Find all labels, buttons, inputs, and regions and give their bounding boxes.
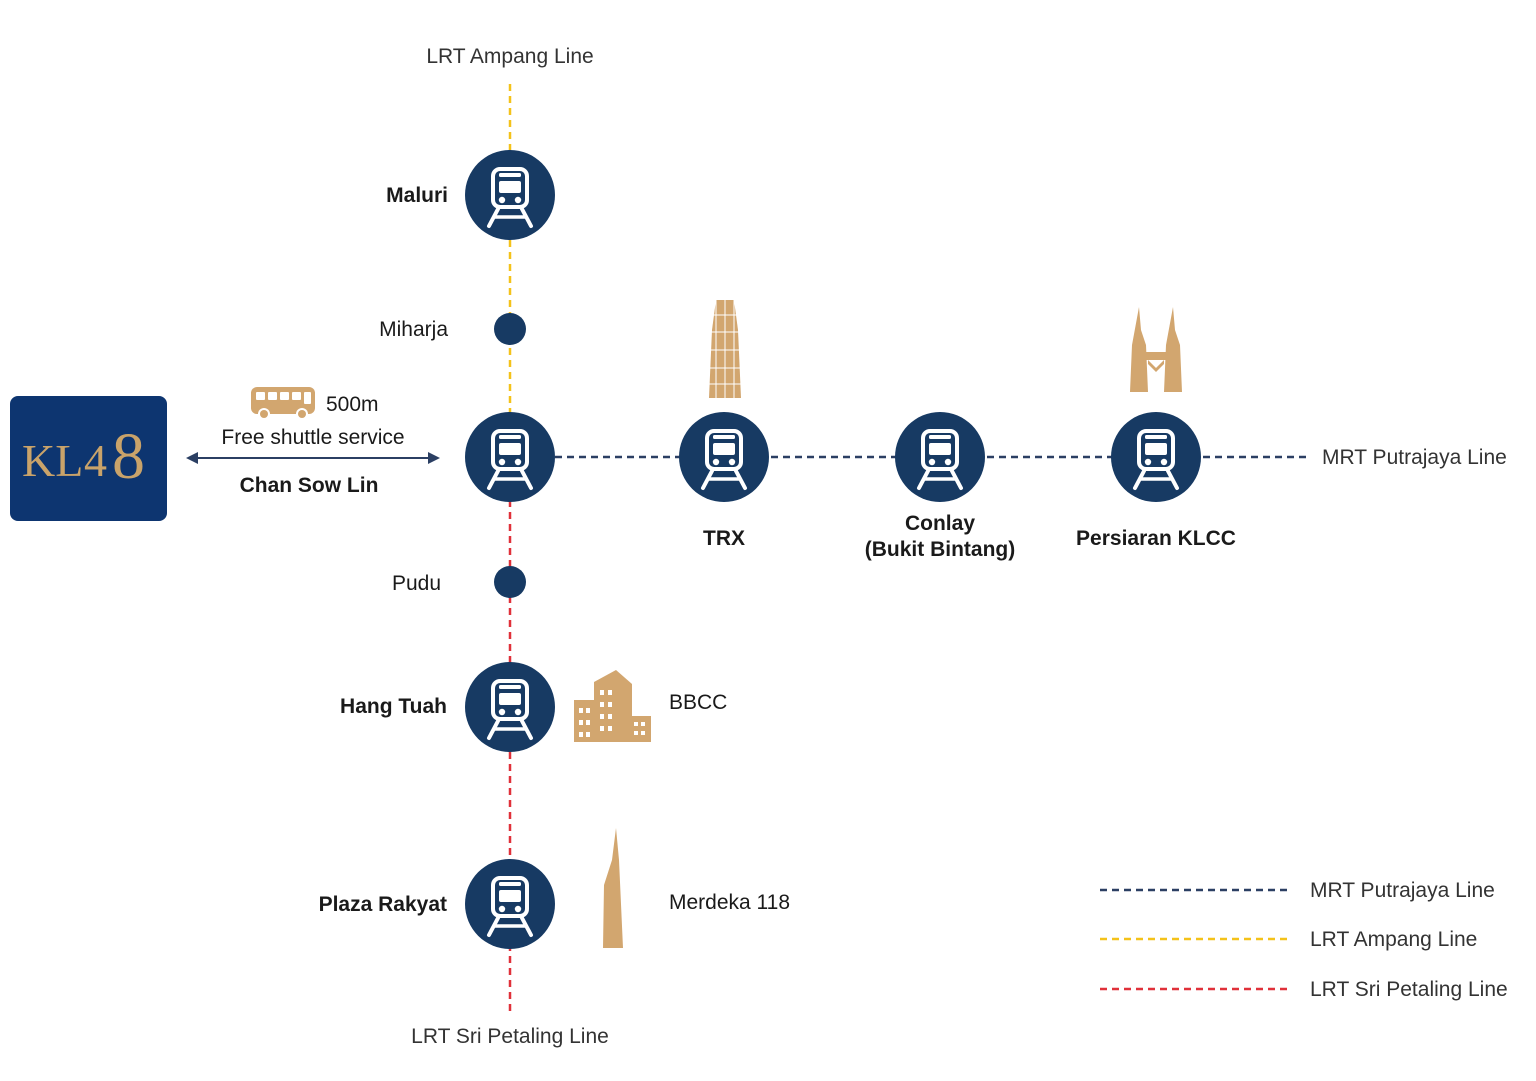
station-plaza-rakyat [465, 859, 555, 949]
skyscraper-icon [709, 300, 741, 398]
legend-label-ampang: LRT Ampang Line [1310, 928, 1477, 951]
station-label-pudu: Pudu [392, 572, 441, 595]
legend-label-sri-petaling: LRT Sri Petaling Line [1310, 978, 1508, 1001]
kl48-logo: KL 4 8 [10, 396, 167, 521]
ampang-line-title: LRT Ampang Line [426, 45, 593, 68]
legend-label-putrajaya: MRT Putrajaya Line [1310, 879, 1495, 902]
station-label-conlay: Conlay [905, 512, 975, 535]
landmark-label-bbcc: BBCC [669, 691, 727, 714]
shuttle-distance: 500m [326, 393, 379, 416]
legend: MRT Putrajaya Line LRT Ampang Line LRT S… [1100, 879, 1508, 1001]
station-hang-tuah [465, 662, 555, 752]
station-label-plaza-rakyat: Plaza Rakyat [319, 893, 447, 916]
station-persiaran-klcc [1111, 412, 1201, 502]
svg-text:8: 8 [112, 420, 145, 493]
spire-tower-icon [603, 828, 623, 948]
office-buildings-icon [574, 670, 651, 742]
station-label-chan-sow-lin: Chan Sow Lin [240, 474, 379, 497]
landmark-label-merdeka: Merdeka 118 [669, 891, 790, 914]
station-miharja-dot [494, 313, 526, 345]
putrajaya-line-title: MRT Putrajaya Line [1322, 446, 1507, 469]
station-pudu-dot [494, 566, 526, 598]
station-label-maluri: Maluri [386, 184, 448, 207]
station-label-miharja: Miharja [379, 318, 448, 341]
twin-towers-icon [1130, 307, 1182, 392]
station-label-hang-tuah: Hang Tuah [340, 695, 447, 718]
station-trx [679, 412, 769, 502]
bus-icon [251, 387, 315, 420]
shuttle-service: Free shuttle service [221, 426, 404, 449]
station-chan-sow-lin [465, 412, 555, 502]
station-maluri [465, 150, 555, 240]
station-label-persiaran-klcc: Persiaran KLCC [1076, 527, 1236, 550]
svg-text:KL: KL [22, 435, 83, 486]
station-label-conlay-sub: (Bukit Bintang) [865, 538, 1015, 561]
sri-petaling-line-title: LRT Sri Petaling Line [411, 1025, 609, 1048]
station-conlay [895, 412, 985, 502]
svg-text:4: 4 [84, 435, 107, 486]
station-label-trx: TRX [703, 527, 745, 550]
